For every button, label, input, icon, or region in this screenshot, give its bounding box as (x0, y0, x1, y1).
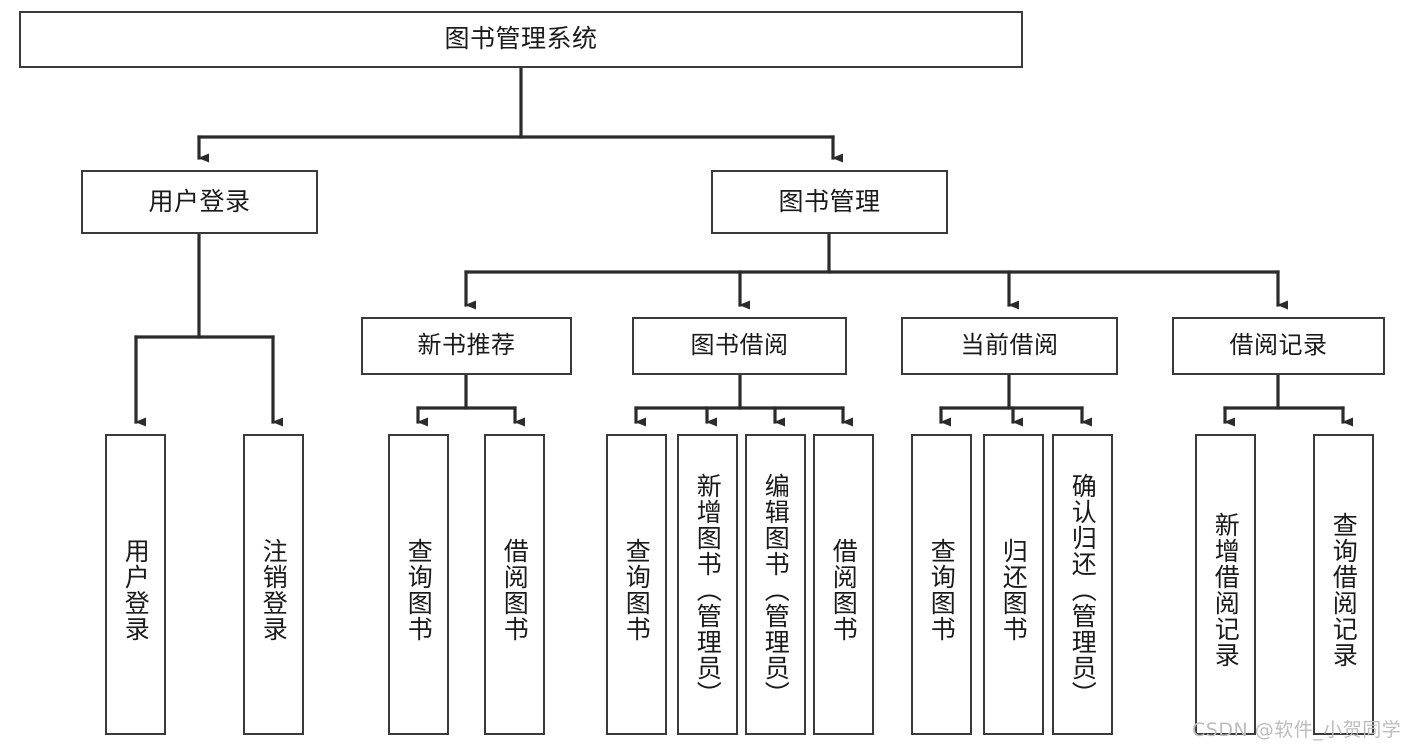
node-level2-0[interactable]: 新书推荐 (361, 317, 572, 375)
node-leaf-12-label: 查询借阅记录 (1329, 511, 1359, 668)
csdn-watermark: CSDN @软件_小贺同学 (1192, 719, 1402, 741)
node-leaf-7[interactable]: 借阅图书 (813, 434, 874, 735)
node-level2-2[interactable]: 当前借阅 (901, 317, 1118, 375)
node-level2-3-label: 借阅记录 (1229, 331, 1328, 360)
node-level2-1[interactable]: 图书借阅 (632, 317, 847, 375)
node-leaf-9-label: 归还图书 (999, 537, 1029, 642)
node-leaf-2[interactable]: 查询图书 (388, 434, 449, 735)
node-level1-0[interactable]: 用户登录 (81, 170, 318, 234)
node-level1-0-label: 用户登录 (148, 186, 251, 216)
node-leaf-1[interactable]: 注销登录 (243, 434, 304, 735)
node-leaf-6-label: 编辑图书（管理员） (761, 472, 791, 707)
node-leaf-8-label: 查询图书 (927, 537, 957, 642)
node-level1-1[interactable]: 图书管理 (711, 170, 948, 234)
node-leaf-4-label: 查询图书 (622, 537, 652, 642)
node-leaf-5-label: 新增图书（管理员） (693, 472, 723, 707)
node-leaf-5[interactable]: 新增图书（管理员） (677, 434, 738, 735)
node-leaf-3[interactable]: 借阅图书 (484, 434, 545, 735)
node-leaf-12[interactable]: 查询借阅记录 (1313, 434, 1374, 735)
node-root-label: 图书管理系统 (444, 24, 598, 54)
node-level2-1-label: 图书借阅 (690, 331, 789, 360)
node-level2-3[interactable]: 借阅记录 (1172, 317, 1385, 375)
node-leaf-4[interactable]: 查询图书 (606, 434, 667, 735)
node-leaf-1-label: 注销登录 (259, 537, 289, 642)
node-level2-0-label: 新书推荐 (417, 331, 516, 360)
node-root[interactable]: 图书管理系统 (19, 11, 1023, 68)
node-leaf-0-label: 用户登录 (121, 537, 151, 642)
node-leaf-10[interactable]: 确认归还（管理员） (1052, 434, 1113, 735)
node-leaf-0[interactable]: 用户登录 (105, 434, 166, 735)
node-leaf-9[interactable]: 归还图书 (983, 434, 1044, 735)
node-level1-1-label: 图书管理 (778, 186, 881, 216)
node-level2-2-label: 当前借阅 (960, 331, 1059, 360)
node-leaf-2-label: 查询图书 (404, 537, 434, 642)
node-leaf-8[interactable]: 查询图书 (911, 434, 972, 735)
node-leaf-10-label: 确认归还（管理员） (1068, 472, 1098, 707)
node-leaf-11-label: 新增借阅记录 (1211, 511, 1241, 668)
node-leaf-7-label: 借阅图书 (829, 537, 859, 642)
node-leaf-6[interactable]: 编辑图书（管理员） (745, 434, 806, 735)
node-leaf-11[interactable]: 新增借阅记录 (1195, 434, 1256, 735)
node-leaf-3-label: 借阅图书 (500, 537, 530, 642)
